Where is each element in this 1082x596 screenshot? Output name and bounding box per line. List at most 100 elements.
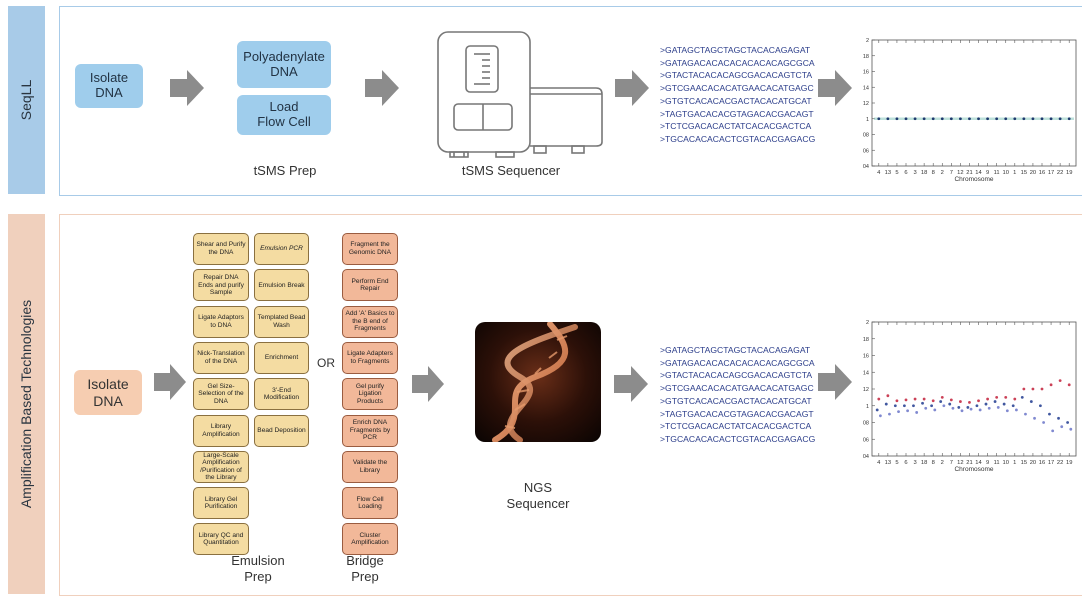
tsms-sequencer-icon [437, 31, 603, 158]
data-point [1022, 117, 1026, 121]
data-point [960, 409, 964, 413]
x-tick-label: 18 [921, 170, 927, 176]
x-tick-label: 21 [966, 460, 972, 466]
emulsion-step: Library QC and Quantitation [193, 523, 249, 556]
y-tick-label: 06 [863, 148, 869, 154]
emulsion-step: Repair DNA Ends and purify Sample [193, 269, 249, 302]
seqll-panel [59, 6, 1082, 196]
bridge-step: Fragment the Genomic DNA [342, 233, 398, 265]
emulsion-step: Enrichment [254, 341, 309, 374]
amp-arrow-4 [818, 364, 852, 400]
sequence-read: >TAGTGACACACGTAGACACGACAGT [660, 408, 814, 419]
data-point [931, 117, 935, 121]
x-tick-label: 12 [957, 170, 963, 176]
bridge-step: Ligate Adapters to Fragments [342, 341, 398, 374]
sequence-read: >GTCGAACACACATGAACACATGAGC [660, 383, 814, 394]
data-point [1024, 412, 1027, 416]
dna-helix-image [475, 322, 601, 442]
sequence-read: >GTGTCACACACGACTACACATGCAT [660, 395, 812, 406]
data-point [904, 398, 908, 402]
data-point [968, 117, 971, 121]
data-point [951, 406, 955, 410]
plot-frame [871, 39, 1077, 167]
emulsion-step: Templated Bead Wash [254, 305, 309, 338]
sequence-read: >TGCACACACACTCGTACACGAGACG [660, 134, 816, 145]
data-point [949, 398, 953, 402]
seqll-isolate-dna-box: Isolate DNA [75, 64, 143, 108]
data-point [1029, 400, 1033, 403]
x-tick-label: 9 [986, 460, 989, 466]
sequence-read: >GTACTACACACAGCGACACAGTCTA [660, 370, 813, 381]
x-tick-label: 20 [1030, 460, 1036, 466]
data-point [940, 117, 944, 121]
sequence-read: >GTGTCACACACGACTACACATGCAT [660, 95, 812, 106]
data-point [986, 397, 989, 401]
sequence-read: >GTACTACACACAGCGACACAGTCTA [660, 70, 813, 81]
y-tick-label: 16 [863, 354, 869, 360]
data-point [913, 397, 917, 401]
emulsion-step: Library Gel Purification [193, 487, 249, 520]
x-tick-label: 14 [975, 170, 982, 176]
data-point [959, 117, 962, 121]
y-tick-label: 12 [863, 101, 869, 107]
emulsion-step: Large-Scale Amplification /Purification … [193, 450, 249, 483]
bridge-step: Perform End Repair [342, 269, 398, 302]
y-tick-label: 1 [866, 404, 869, 410]
data-point [895, 117, 899, 121]
y-tick-label: 14 [863, 370, 869, 376]
data-point [1015, 408, 1018, 412]
data-point [1020, 395, 1024, 399]
data-point [1066, 421, 1069, 424]
data-point [1067, 117, 1071, 121]
x-tick-label: 19 [1066, 460, 1072, 466]
data-point [957, 406, 961, 409]
amp-arrow-3 [614, 366, 648, 402]
data-point [886, 394, 890, 398]
data-point [942, 404, 946, 408]
x-tick-label: 5 [895, 170, 898, 176]
data-point [922, 117, 926, 121]
data-point [1031, 117, 1035, 121]
data-point [995, 395, 999, 399]
data-point [1031, 387, 1035, 391]
y-tick-label: 08 [863, 133, 869, 139]
data-point [940, 395, 944, 399]
x-tick-label: 16 [1039, 460, 1045, 466]
data-point [913, 117, 917, 121]
data-point [993, 400, 997, 403]
data-point [966, 406, 970, 409]
amp-arrow-1 [154, 364, 186, 400]
y-tick-label: 06 [863, 437, 869, 443]
y-tick-label: 2 [866, 38, 869, 44]
bridge-step: Cluster Amplification [342, 523, 398, 556]
amp-arrow-2 [412, 366, 444, 402]
data-point [1022, 387, 1026, 391]
seqll-arrow-3 [615, 70, 649, 106]
emulsion-step: Shear and Purify the DNA [193, 233, 249, 265]
data-point [915, 411, 919, 414]
data-point [968, 401, 971, 404]
data-point [922, 397, 926, 401]
sequence-read: >TAGTGACACACGTAGACACGACAGT [660, 108, 814, 119]
data-point [897, 410, 900, 414]
seqll-sequence-reads: >GATAGCTAGCTAGCTACACAGAGAT >GATAGACACACA… [660, 44, 815, 146]
data-point [1049, 383, 1053, 387]
y-tick-label: 1 [866, 117, 869, 123]
emulsion-step: Gel Size-Selection of the DNA [193, 378, 249, 411]
data-point [931, 399, 935, 403]
bridge-step: Flow Cell Loading [342, 487, 398, 520]
y-tick-label: 18 [863, 337, 869, 343]
x-tick-label: 7 [950, 170, 953, 176]
data-point [924, 406, 928, 410]
emulsion-step: Library Amplification [193, 414, 249, 447]
x-tick-label: 10 [1003, 460, 1009, 466]
data-point [984, 402, 988, 406]
data-point [903, 404, 906, 408]
x-tick-label: 4 [877, 170, 881, 176]
data-point [912, 404, 915, 408]
x-tick-label: 5 [895, 460, 898, 466]
x-axis-label: Chromosome [954, 176, 993, 183]
bridge-step: Validate the Library [342, 450, 398, 483]
data-point [895, 399, 899, 403]
